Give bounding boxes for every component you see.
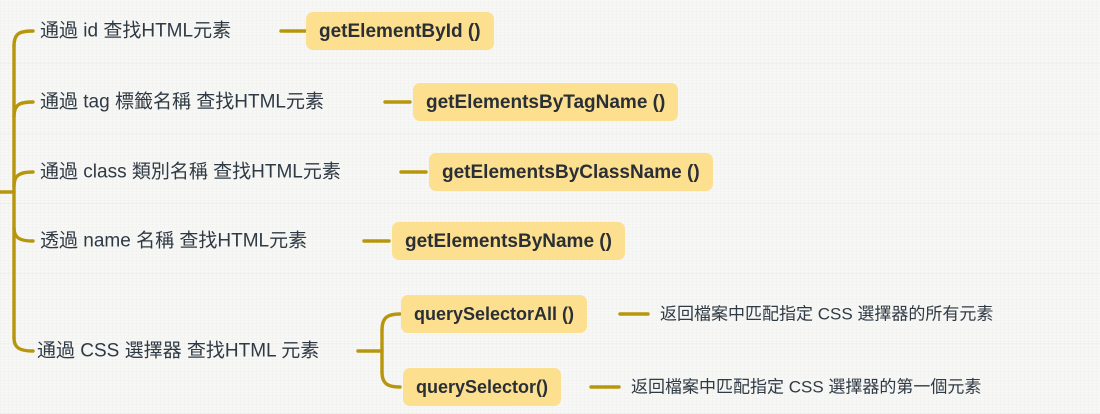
branch-line-by-class — [12, 170, 35, 188]
method-chip-queryselector[interactable]: querySelector() — [403, 368, 562, 406]
method-chip-queryselectorall[interactable]: querySelectorAll () — [401, 295, 588, 333]
css-sub-branch-all — [380, 312, 402, 332]
branch-line-by-tag — [12, 100, 35, 119]
css-sub-branch-first — [380, 370, 402, 389]
description-queryselector: 返回檔案中匹配指定 CSS 選擇器的第一個元素 — [631, 377, 982, 397]
branch-label-by-class: 通過 class 類別名稱 查找HTML元素 — [40, 161, 341, 183]
branch-line-by-css — [12, 336, 35, 353]
description-queryselectorall: 返回檔案中匹配指定 CSS 選擇器的所有元素 — [660, 304, 994, 324]
branch-label-by-id: 通過 id 查找HTML元素 — [40, 20, 232, 42]
branch-label-by-name: 透過 name 名稱 查找HTML元素 — [40, 230, 308, 252]
branch-line-by-id — [12, 29, 35, 48]
method-chip-getelementsbytagname[interactable]: getElementsByTagName () — [413, 83, 679, 121]
method-chip-getelementbyid[interactable]: getElementById () — [306, 12, 494, 50]
branch-label-by-tag: 通過 tag 標籤名稱 查找HTML元素 — [40, 91, 324, 113]
branch-line-by-name — [12, 226, 35, 243]
branch-label-by-css-selector: 通過 CSS 選擇器 查找HTML 元素 — [37, 340, 320, 362]
method-chip-getelementsbyclassname[interactable]: getElementsByClassName () — [429, 153, 713, 191]
method-chip-getelementsbyname[interactable]: getElementsByName () — [392, 222, 625, 260]
